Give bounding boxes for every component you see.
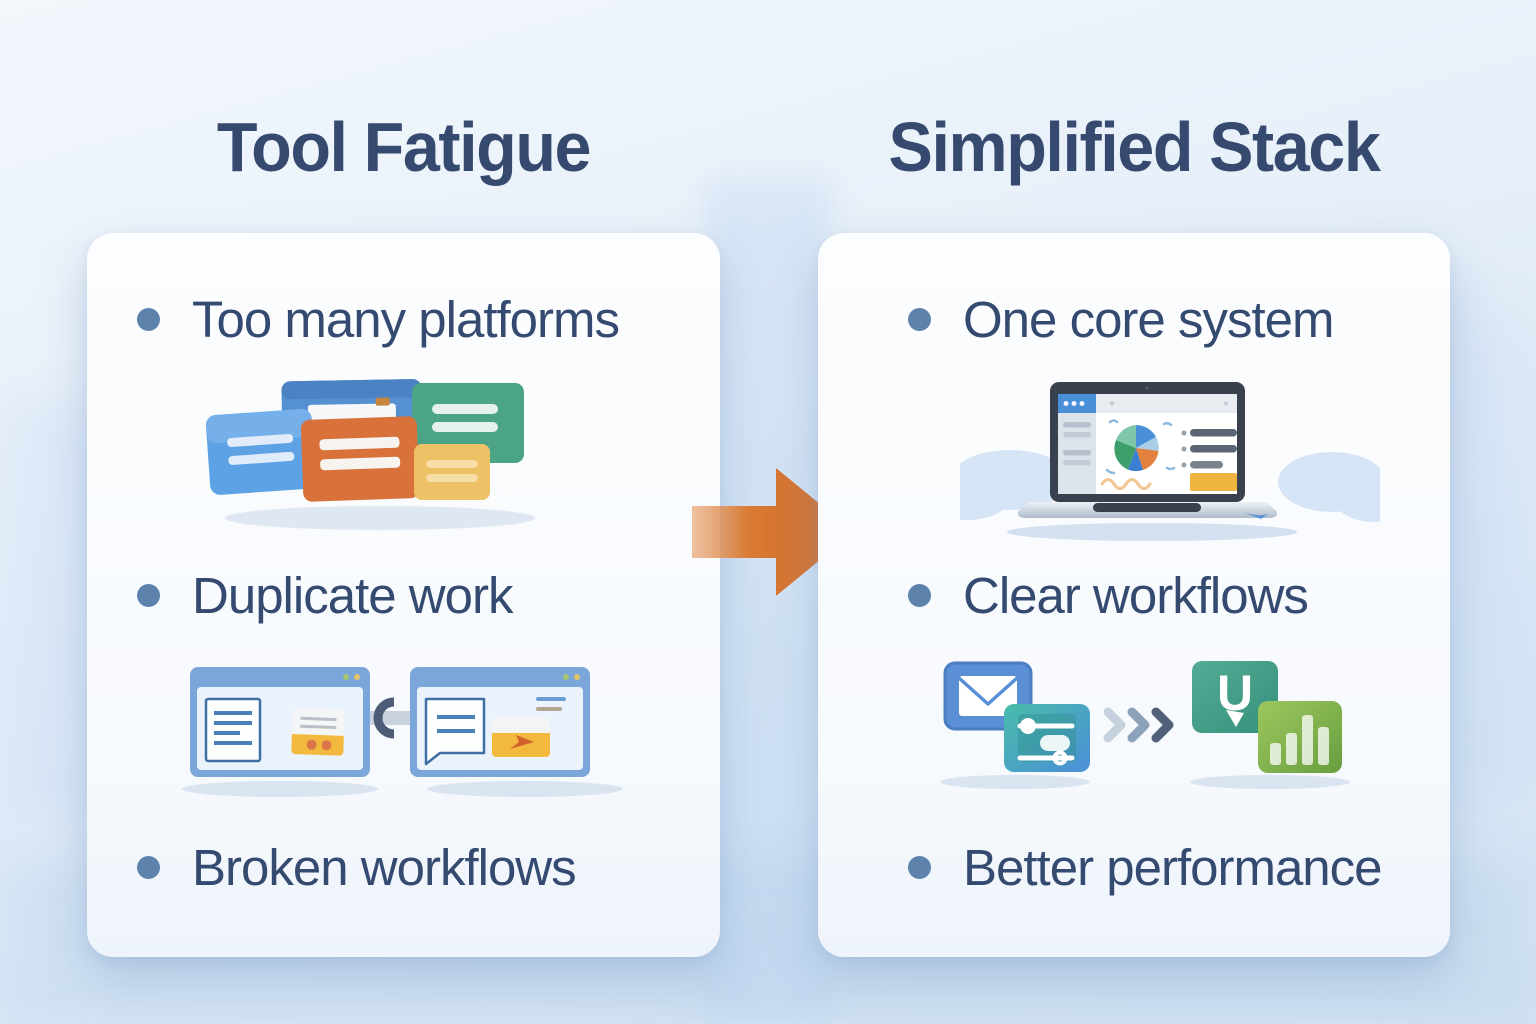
laptop-analytics-dashboard-icon bbox=[960, 370, 1380, 550]
tool-fatigue-panel: Too many platforms bbox=[87, 233, 720, 957]
background-band bbox=[704, 180, 832, 1024]
u-app-icon: U bbox=[1192, 661, 1278, 733]
workflow-icons-svg: U bbox=[940, 661, 1350, 789]
duplicate-windows-svg bbox=[182, 667, 623, 797]
cloud-icon bbox=[960, 450, 1380, 522]
scattered-app-cards-svg bbox=[205, 379, 535, 530]
bullet-broken-workflows: Broken workflows bbox=[137, 838, 577, 896]
transition-arrow-icon bbox=[692, 464, 858, 600]
left-window bbox=[190, 667, 370, 777]
bullet-dot bbox=[137, 307, 160, 331]
bullet-too-many-platforms: Too many platforms bbox=[137, 290, 620, 348]
chevrons-icon bbox=[1103, 707, 1174, 743]
bullet-label: Too many platforms bbox=[192, 290, 620, 348]
scattered-app-cards-icon bbox=[180, 368, 580, 538]
bullet-label: Better performance bbox=[963, 838, 1383, 896]
bullet-label: Duplicate work bbox=[192, 566, 513, 624]
laptop-svg bbox=[960, 382, 1380, 541]
bullet-dot bbox=[137, 583, 160, 607]
bullet-dot bbox=[908, 307, 931, 331]
automation-sliders-icon bbox=[1004, 704, 1090, 772]
bullet-dot bbox=[908, 583, 931, 607]
bullet-clear-workflows: Clear workflows bbox=[908, 566, 1309, 624]
bullet-dot bbox=[908, 855, 931, 879]
pie-chart-icon bbox=[1114, 425, 1159, 472]
right-window bbox=[410, 667, 590, 777]
bullet-duplicate-work: Duplicate work bbox=[137, 566, 513, 624]
confetti-marks bbox=[1105, 419, 1176, 475]
bullet-dot bbox=[137, 855, 160, 879]
right-arrow-svg bbox=[692, 468, 854, 596]
bullet-label: One core system bbox=[963, 290, 1334, 348]
bullet-better-performance: Better performance bbox=[908, 838, 1383, 896]
left-title: Tool Fatigue bbox=[216, 108, 592, 186]
bar-chart-icon bbox=[1258, 701, 1342, 773]
bullet-one-core-system: One core system bbox=[908, 290, 1334, 348]
right-title: Simplified Stack bbox=[888, 108, 1381, 186]
bullet-label: Clear workflows bbox=[963, 566, 1309, 624]
simplified-stack-panel: One core system bbox=[818, 233, 1450, 957]
bullet-label: Broken workflows bbox=[192, 838, 577, 896]
two-linked-duplicate-windows-icon bbox=[170, 647, 640, 807]
mail-automation-chevrons-app-barchart-icons: U bbox=[920, 647, 1360, 807]
